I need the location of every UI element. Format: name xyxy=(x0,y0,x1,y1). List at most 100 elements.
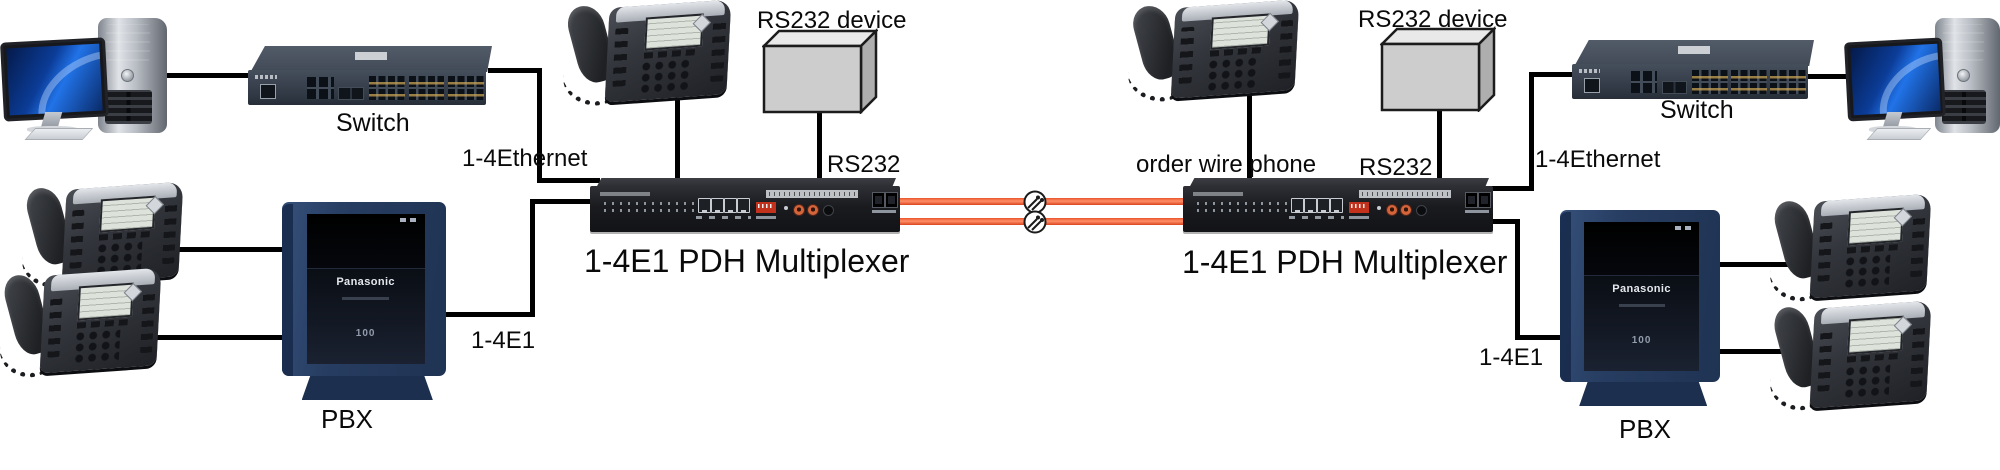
wire-phone1-to-pbx-left xyxy=(172,247,290,252)
label-switch-left: Switch xyxy=(336,109,410,137)
vents-icon xyxy=(1941,89,1986,124)
keyboard-icon xyxy=(1866,128,1932,140)
rs232-device-box-right xyxy=(1380,26,1496,112)
label-order-wire-phone: order wire phone xyxy=(1136,151,1317,178)
phone-screen xyxy=(77,282,135,321)
switch-top-label xyxy=(1678,46,1710,55)
pbx-indicator-icon xyxy=(399,218,418,223)
softkeys-icon xyxy=(76,319,129,329)
pbx-front-panel: Panasonic 100 xyxy=(1584,221,1700,371)
wire-switch-to-mux-left-h1 xyxy=(488,68,542,73)
led-icon xyxy=(784,206,788,210)
label-e1-left: 1-4E1 xyxy=(471,327,536,354)
wire-mux-to-pbx-right-h2 xyxy=(1515,335,1570,340)
fiber-port-icon xyxy=(1465,192,1478,208)
wire-mux-to-pbx-right-h1 xyxy=(1486,219,1520,224)
wire-computer-to-switch-left xyxy=(160,73,255,78)
pbx-gloss-panel xyxy=(1584,221,1700,277)
pbx-model-dash xyxy=(1618,303,1665,307)
label-ethernet-right: 1-4Ethernet xyxy=(1535,146,1661,173)
phone-body xyxy=(1170,0,1299,100)
line-keys-icon xyxy=(69,209,85,269)
phone-screen xyxy=(1209,13,1271,50)
wire-rs232-to-mux-right xyxy=(1437,104,1442,182)
keypad-icon xyxy=(1843,362,1891,400)
line-keys-icon xyxy=(47,296,63,359)
fiber-connector-icon xyxy=(1023,190,1047,234)
label-mux-left: 1-4E1 PDH Multiplexer xyxy=(584,243,910,279)
keypad-icon xyxy=(73,329,121,367)
fiber-port-icon xyxy=(872,192,885,208)
label-rs232-device-right: RS232 device xyxy=(1358,6,1508,33)
power-button-icon xyxy=(1957,68,1971,82)
desktop-computer-left xyxy=(0,16,167,140)
port-labels xyxy=(1289,216,1344,219)
pbx-indicator-icon xyxy=(1675,226,1693,231)
wire-mux-to-switch-right-h1 xyxy=(1486,186,1534,191)
desktop-computer-right xyxy=(1843,16,2000,140)
pbx-left: Panasonic 100 xyxy=(282,202,446,400)
label-ethernet-left: 1-4Ethernet xyxy=(462,145,588,172)
label-mux-right: 1-4E1 PDH Multiplexer xyxy=(1182,244,1508,280)
bnc-connector-icon xyxy=(793,204,805,216)
phone-screen xyxy=(644,13,704,52)
phone-body xyxy=(1809,300,1932,409)
label-pbx-right: PBX xyxy=(1619,414,1672,444)
rj45-port-icon xyxy=(1304,198,1317,213)
port-group-icon xyxy=(1731,69,1768,94)
rj45-port-icon xyxy=(698,198,711,213)
wire-mux-to-switch-right-h2 xyxy=(1529,72,1580,77)
switch-logo-icon xyxy=(255,75,277,80)
switch-front-panel xyxy=(1572,63,1808,99)
uplink-ports-icon xyxy=(307,76,334,100)
nav-keys-icon xyxy=(710,20,726,83)
keypad-icon xyxy=(640,59,690,95)
ip-phone-right-2 xyxy=(1764,300,1932,417)
dip-label xyxy=(1349,216,1369,219)
pbx-brand-text: Panasonic xyxy=(1612,282,1671,295)
rj45-port-icon xyxy=(711,198,724,213)
label-pbx-left: PBX xyxy=(321,404,374,434)
pc-tower-icon xyxy=(1935,18,2000,134)
drive-bay-icon xyxy=(1943,24,1985,61)
port-group-icon xyxy=(1770,69,1806,94)
monitor-icon xyxy=(1843,37,1947,123)
pbx-model-number: 100 xyxy=(355,328,376,340)
monitor-screen xyxy=(1850,44,1941,116)
dip-switch-icon xyxy=(1349,202,1369,213)
fiber-port-label xyxy=(1465,210,1489,213)
fiber-port-label xyxy=(872,210,896,213)
console-port-icon xyxy=(1583,78,1600,94)
mux-top-face xyxy=(1189,178,1489,188)
phone-body xyxy=(604,0,732,103)
nav-keys-icon xyxy=(140,289,156,354)
sfp-slots-icon xyxy=(338,87,365,100)
pbx-right: Panasonic 100 xyxy=(1560,210,1720,406)
line-keys-icon xyxy=(1178,26,1194,85)
port-labels xyxy=(696,216,751,219)
sfp-slots-icon xyxy=(1661,81,1688,94)
wire-mux-to-switch-right-v xyxy=(1529,72,1534,191)
round-connector-icon xyxy=(823,205,834,216)
wire-switch-to-mux-left-v xyxy=(537,68,542,180)
line-keys-icon xyxy=(1817,328,1833,392)
drive-bay-icon xyxy=(106,24,151,61)
label-strip xyxy=(1359,190,1451,198)
wire-pbx-to-mux-left-h2 xyxy=(438,312,535,317)
phone-screen xyxy=(1847,314,1905,354)
port-group-icon xyxy=(408,75,445,100)
led-row-icon xyxy=(1197,209,1287,212)
fiber-port-icon xyxy=(1478,192,1491,208)
wire-pbx-to-mux-left-v xyxy=(530,199,535,317)
keypad-icon xyxy=(1206,56,1257,92)
label-rs232-right: RS232 xyxy=(1359,154,1433,181)
ethernet-switch-right xyxy=(1572,40,1814,102)
wallpaper-swirl-icon xyxy=(21,43,103,117)
rs232-device-box-left xyxy=(762,28,878,114)
fiber-port-icon xyxy=(885,192,898,208)
softkeys-icon xyxy=(98,231,151,241)
vents-icon xyxy=(104,89,152,124)
monitor-icon xyxy=(0,37,110,123)
power-button-icon xyxy=(121,68,135,82)
led-row-icon xyxy=(604,209,694,212)
